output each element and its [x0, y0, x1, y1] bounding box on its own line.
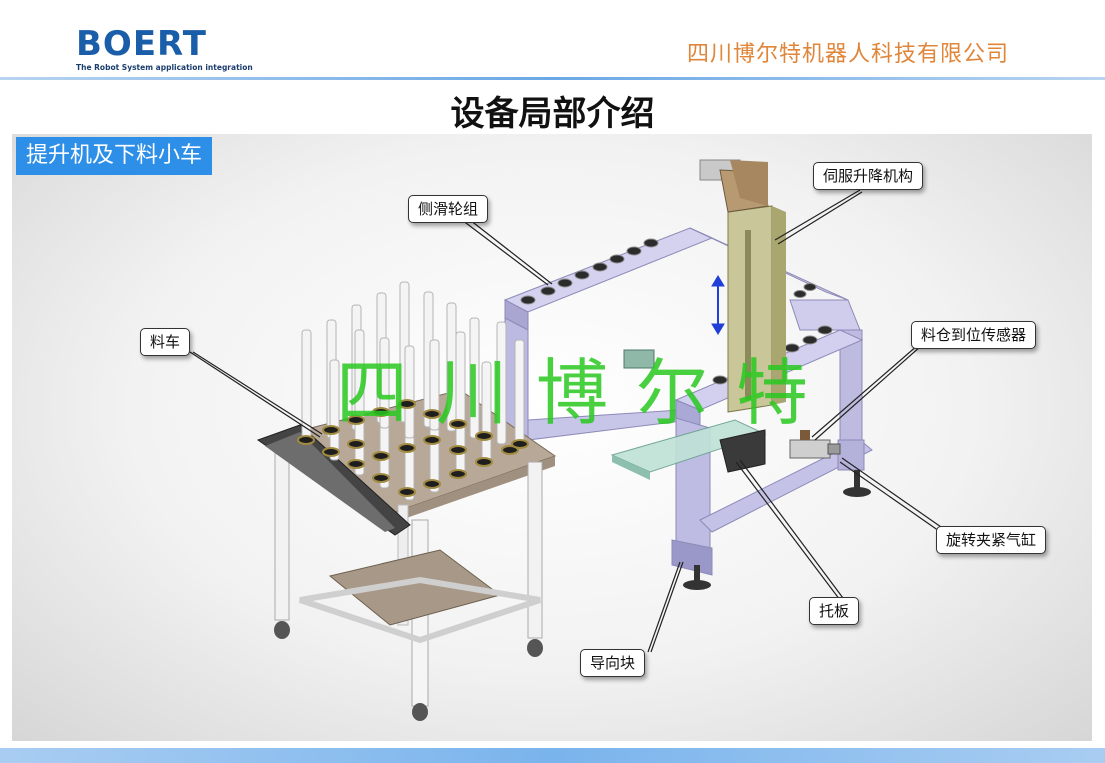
section-tag: 提升机及下料小车 [16, 137, 212, 175]
callout-servo-lift: 伺服升降机构 [813, 162, 923, 190]
lift-direction-arrow [712, 276, 724, 334]
watermark-text: 四川博尔特 [336, 334, 836, 439]
footer-bar [0, 748, 1105, 763]
callout-guide-block: 导向块 [580, 649, 645, 677]
callout-pallet: 托板 [809, 597, 859, 625]
callout-bin-sensor: 料仓到位传感器 [911, 321, 1036, 349]
callout-rotary-clamp: 旋转夹紧气缸 [936, 526, 1046, 554]
callout-side-roller: 侧滑轮组 [408, 195, 488, 223]
callout-cart: 料车 [140, 328, 190, 356]
